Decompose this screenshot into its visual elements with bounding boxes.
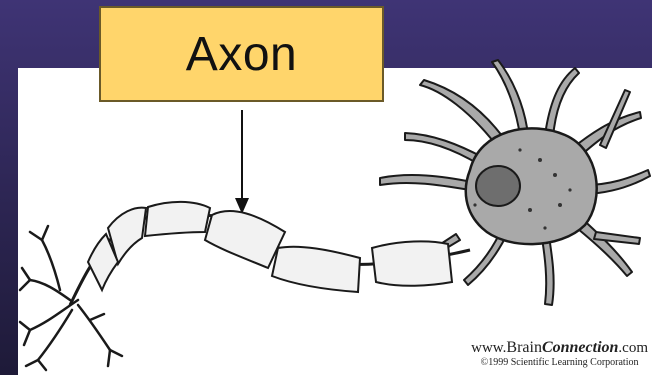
- myelin-segment: [272, 247, 360, 292]
- credit-url: www.BrainConnection.com: [471, 339, 648, 357]
- cell-body: [466, 128, 597, 244]
- credit-copyright: ©1999 Scientific Learning Corporation: [471, 357, 648, 369]
- axon-label-box: Axon: [99, 6, 384, 102]
- axon-pointer-arrow: [235, 110, 249, 214]
- myelin-segment: [145, 202, 210, 236]
- credit-url-suffix: .com: [618, 340, 648, 356]
- myelin-segment: [205, 211, 285, 268]
- credit-url-emphasis: Connection: [542, 339, 618, 356]
- nucleus: [476, 166, 520, 206]
- credit-url-brand: Brain: [506, 339, 542, 356]
- axon-label-text: Axon: [186, 27, 297, 82]
- source-credit: www.BrainConnection.com ©1999 Scientific…: [471, 339, 648, 369]
- myelin-sheath: [88, 202, 452, 292]
- myelin-segment: [372, 241, 452, 285]
- credit-url-prefix: www.: [471, 340, 506, 356]
